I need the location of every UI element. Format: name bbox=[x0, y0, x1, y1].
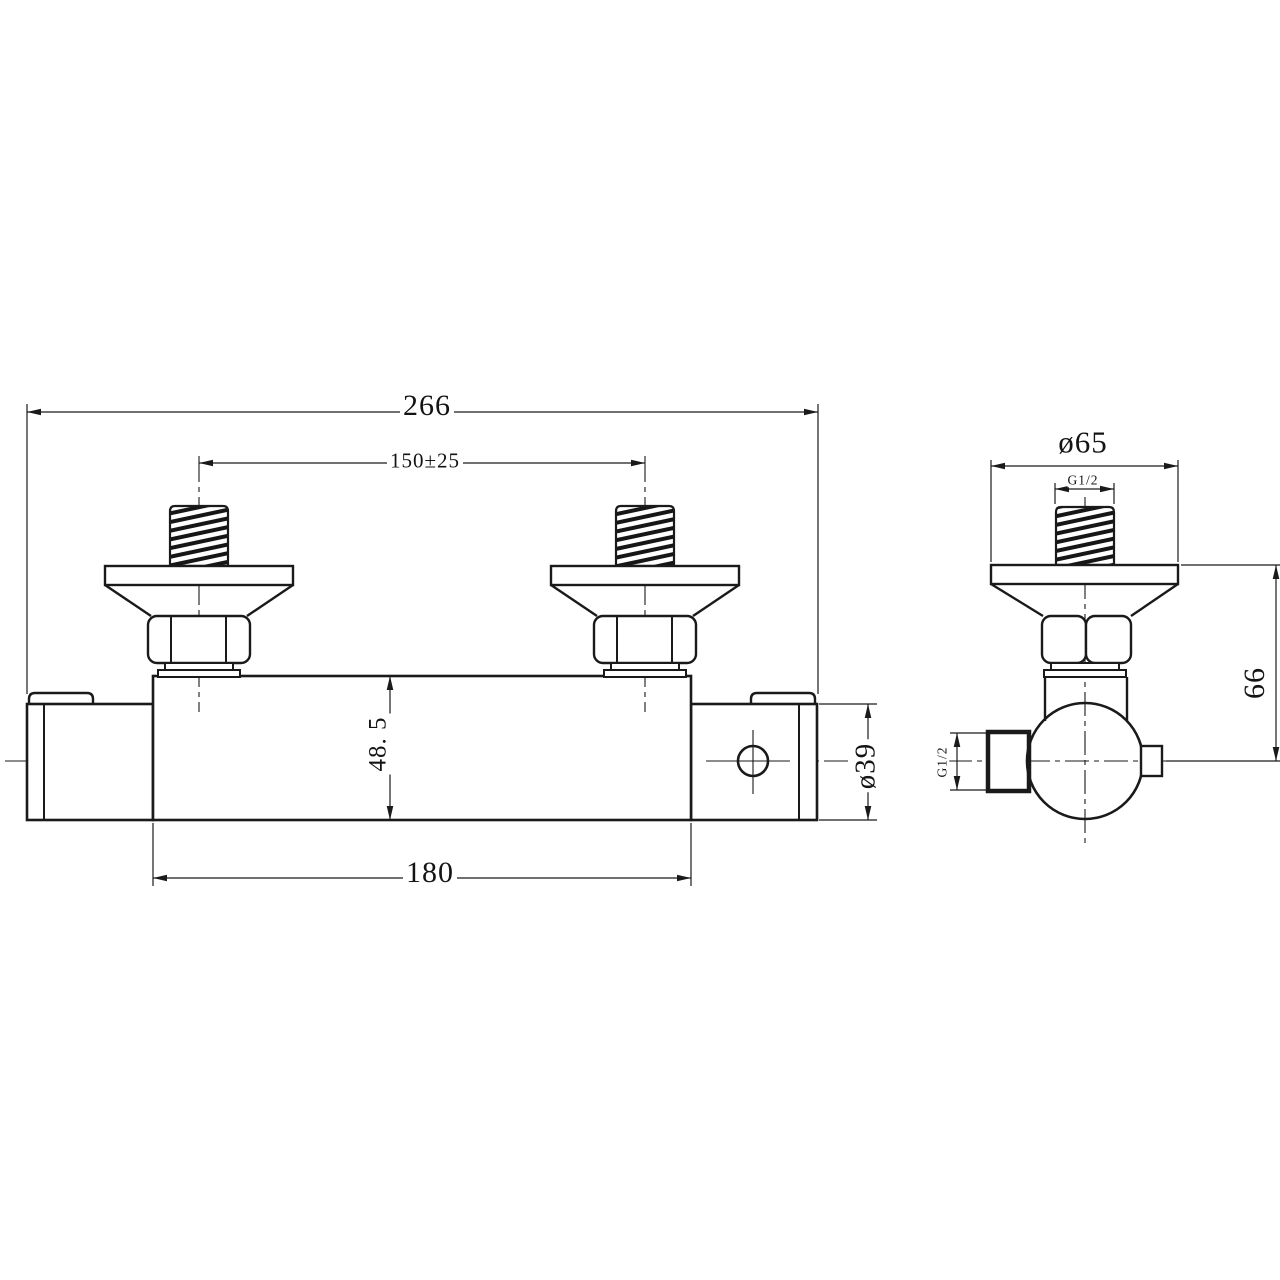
side-washer-lower bbox=[1043, 669, 1127, 678]
side-escutcheon-cone-r bbox=[1130, 583, 1179, 617]
front-view bbox=[5, 404, 877, 886]
dim-body-length-label: 180 bbox=[403, 857, 457, 889]
left-escutcheon-flange bbox=[103, 564, 295, 587]
dim-connection-spacing-label: 150±25 bbox=[386, 449, 464, 473]
right-escutcheon-cone-l bbox=[550, 584, 598, 617]
left-handle-cap bbox=[27, 691, 95, 704]
left-hex-nut bbox=[146, 614, 252, 665]
left-escutcheon-cone-l bbox=[104, 584, 152, 617]
dim-outlet-thread-label: G1/2 bbox=[934, 746, 950, 778]
side-escutcheon-cone-l bbox=[990, 582, 1044, 618]
left-threaded-stud bbox=[168, 504, 230, 568]
side-threaded-stud bbox=[1054, 505, 1116, 567]
dim-inlet-thread-label: G1/2 bbox=[1067, 472, 1099, 488]
left-washer-upper bbox=[164, 662, 234, 671]
right-escutcheon-flange bbox=[549, 564, 741, 587]
right-hex-nut bbox=[592, 614, 698, 665]
right-inlet-connector bbox=[549, 456, 741, 712]
left-washer-lower bbox=[157, 669, 241, 678]
dim-height-to-center-label: 66 bbox=[1238, 664, 1271, 702]
side-hex-nut-facet-left bbox=[1040, 614, 1088, 665]
left-inlet-connector bbox=[103, 456, 295, 712]
dim-escutcheon-diameter-label: ø65 bbox=[1055, 425, 1111, 459]
right-handle-cap bbox=[749, 691, 817, 704]
side-right-tab bbox=[1139, 744, 1164, 778]
right-threaded-stud bbox=[614, 504, 676, 568]
outlet-port bbox=[985, 729, 1032, 794]
side-washer-upper bbox=[1050, 662, 1120, 671]
side-escutcheon-flange bbox=[989, 563, 1180, 586]
left-escutcheon-cone-r bbox=[246, 584, 294, 617]
side-dimensions bbox=[950, 460, 1280, 791]
right-washer-lower bbox=[603, 669, 687, 678]
right-washer-upper bbox=[610, 662, 680, 671]
dim-body-height-label: 48. 5 bbox=[364, 713, 392, 775]
dim-overall-width-label: 266 bbox=[400, 390, 454, 422]
right-escutcheon-cone-r bbox=[692, 584, 740, 617]
side-view bbox=[948, 460, 1280, 846]
dim-end-diameter-label: ø39 bbox=[850, 739, 882, 793]
left-handle-block bbox=[25, 702, 155, 822]
side-hex-nut-facet-right bbox=[1084, 614, 1133, 665]
valve-body-outline bbox=[151, 674, 693, 822]
